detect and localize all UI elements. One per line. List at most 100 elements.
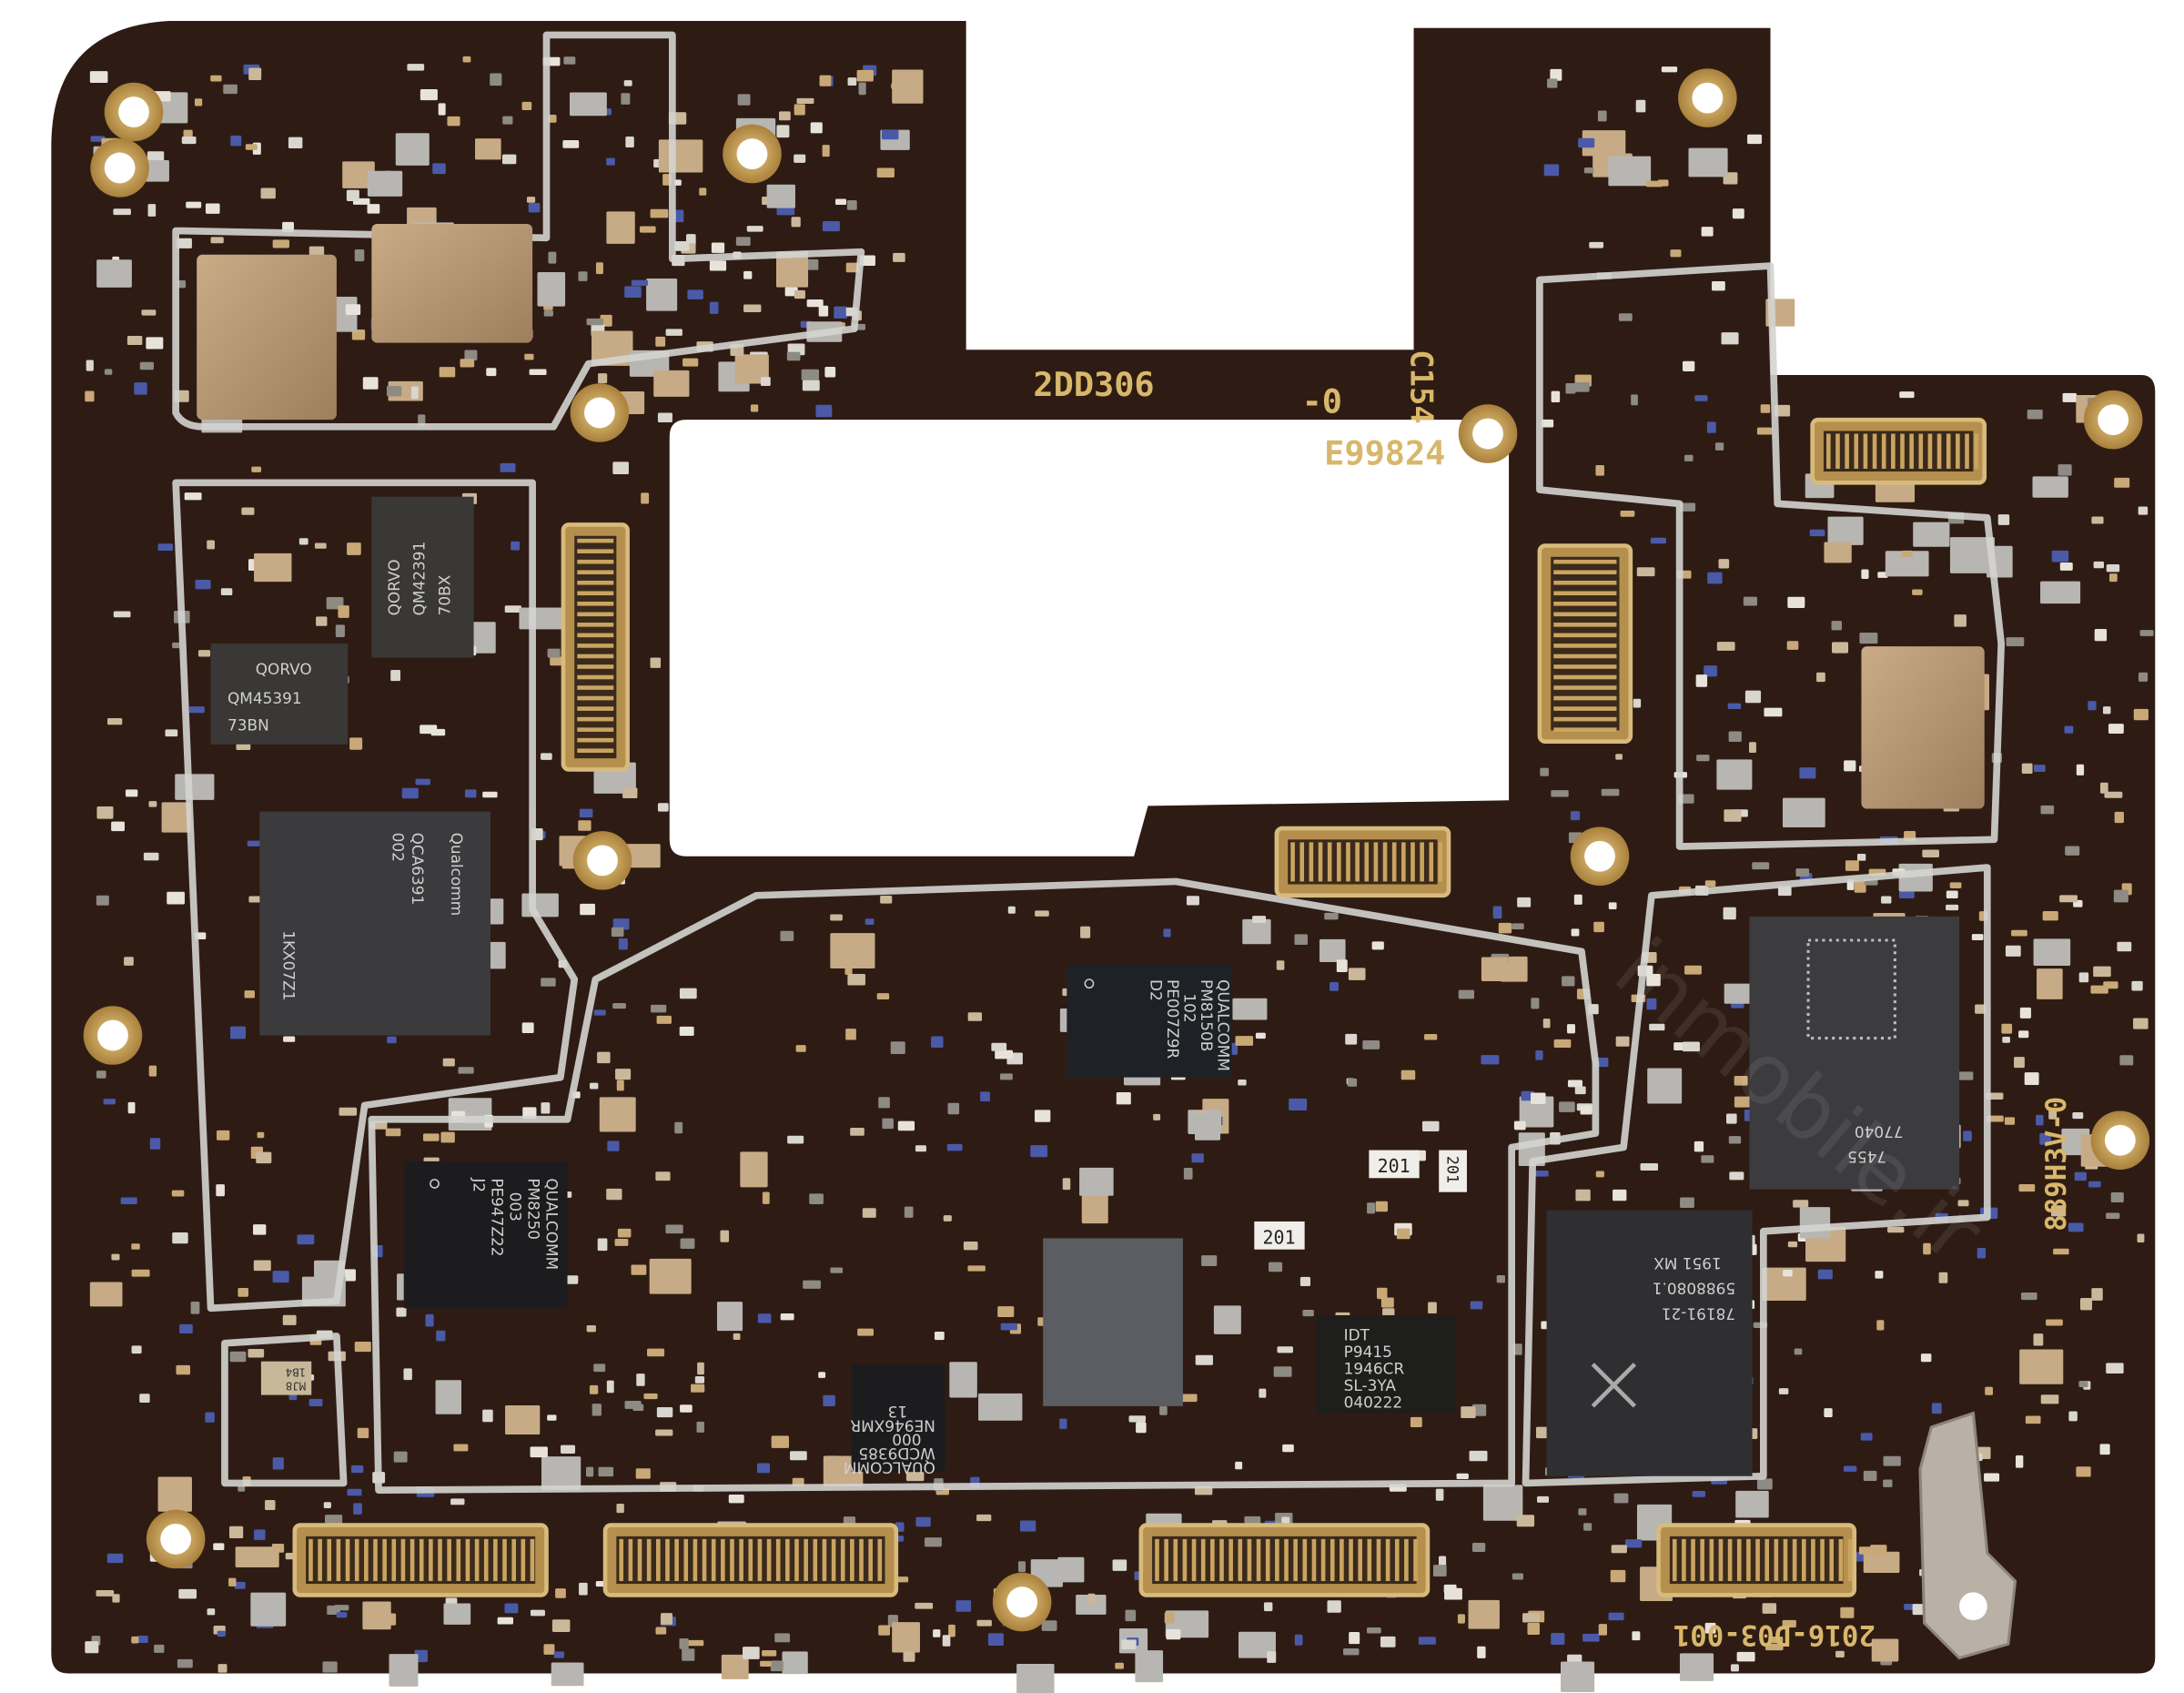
smd-component: [1560, 1661, 1595, 1692]
smd-component: [188, 706, 205, 714]
smd-component: [1912, 589, 1923, 595]
smd-component: [1435, 1488, 1444, 1501]
smd-component: [903, 1651, 915, 1662]
smd-component: [541, 978, 556, 987]
connector-pin: [656, 1538, 661, 1582]
smd-component: [1348, 968, 1366, 980]
smd-component: [687, 289, 703, 299]
connector-pin: [794, 1538, 799, 1582]
connector-pin: [577, 664, 614, 669]
smd-component: [1736, 1651, 1755, 1662]
mounting-hole: [736, 138, 768, 169]
connector-pin: [1309, 842, 1314, 882]
connector-pin: [1219, 1538, 1224, 1582]
smd-component: [1496, 1274, 1506, 1283]
smd-component: [120, 1197, 137, 1205]
chip-brand: IDT: [1344, 1326, 1370, 1344]
smd-component: [699, 188, 707, 196]
connector-pin: [702, 1538, 707, 1582]
smd-component: [181, 137, 197, 145]
smd-component: [1059, 1418, 1067, 1429]
connector-pin: [1327, 842, 1332, 882]
smd-component: [1997, 514, 2010, 525]
smd-component: [386, 386, 402, 397]
smd-component: [504, 1603, 519, 1614]
smd-component: [830, 933, 875, 969]
smd-component: [425, 1313, 434, 1327]
part-number: 2016-D03-001: [1673, 1618, 1876, 1651]
connector-pin: [813, 1538, 818, 1582]
smd-component: [490, 73, 502, 86]
smd-component: [186, 201, 202, 208]
smd-component: [346, 189, 359, 201]
connector-pin: [1826, 433, 1831, 469]
smd-component: [1583, 167, 1594, 174]
smd-component: [682, 1648, 695, 1661]
smd-component: [298, 538, 308, 545]
mounting-holes: [83, 68, 2150, 1632]
smd-component: [131, 1269, 150, 1277]
smd-component: [1732, 208, 1744, 219]
smd-component: [801, 369, 820, 380]
smd-component: [598, 1466, 614, 1477]
smd-component: [997, 1306, 1015, 1317]
smd-component: [1513, 1120, 1526, 1130]
chip-code: J2: [470, 1177, 489, 1192]
smd-component: [1692, 1490, 1706, 1497]
smd-component: [2074, 1171, 2087, 1181]
smd-component: [2051, 550, 2069, 563]
connector-pin: [577, 633, 614, 638]
smd-component: [1289, 1098, 1308, 1110]
smd-component: [1787, 1241, 1798, 1248]
smd-component: [89, 71, 108, 84]
smd-component: [362, 377, 379, 390]
chip-brand: QUALCOMM: [542, 1178, 561, 1270]
smd-component: [1856, 853, 1866, 861]
connector-pin: [683, 1538, 689, 1582]
connector-pin: [674, 1538, 679, 1582]
smd-component: [1336, 959, 1348, 973]
smd-component: [1400, 1070, 1416, 1080]
smd-component: [1481, 1055, 1500, 1065]
smd-component: [244, 990, 255, 999]
smd-component: [1876, 1320, 1885, 1331]
smd-component: [124, 957, 134, 966]
smd-component: [1087, 1593, 1096, 1606]
smd-component: [1578, 137, 1595, 148]
smd-component: [2033, 765, 2046, 773]
smd-component: [1583, 1523, 1592, 1531]
smd-component: [794, 104, 805, 116]
connector-pin: [1927, 433, 1933, 469]
smd-component: [1531, 998, 1540, 1009]
smd-component: [787, 1135, 804, 1144]
smd-component: [1159, 1405, 1168, 1415]
smd-component: [547, 1414, 557, 1421]
chip-code: 13: [888, 1403, 908, 1421]
smd-component: [210, 237, 224, 244]
smd-component: [1734, 1096, 1751, 1108]
smd-component: [1535, 1050, 1543, 1060]
smd-component: [1589, 241, 1604, 248]
smd-component: [325, 1515, 343, 1524]
smd-component: [655, 1429, 673, 1436]
smd-component: [612, 461, 629, 474]
smd-component: [113, 611, 131, 618]
connector-pin: [1410, 842, 1415, 882]
smd-component: [530, 1446, 548, 1458]
connector-pin: [1394, 1538, 1400, 1582]
smd-component: [1756, 1478, 1773, 1490]
smd-component: [1987, 1115, 2004, 1122]
smd-component: [385, 1128, 401, 1137]
connector-pin: [1238, 1538, 1243, 1582]
smd-component: [1232, 998, 1268, 1020]
smd-component: [1712, 281, 1725, 291]
smd-component: [1883, 1455, 1901, 1466]
smd-component: [1125, 1609, 1137, 1622]
connector-pin: [1155, 1538, 1159, 1582]
smd-component: [245, 144, 258, 150]
smd-component: [697, 1362, 704, 1375]
smd-component: [1854, 880, 1866, 893]
ref-mj8: MJ8: [286, 1380, 306, 1393]
smd-component: [541, 1456, 581, 1490]
smd-component: [2131, 980, 2143, 991]
